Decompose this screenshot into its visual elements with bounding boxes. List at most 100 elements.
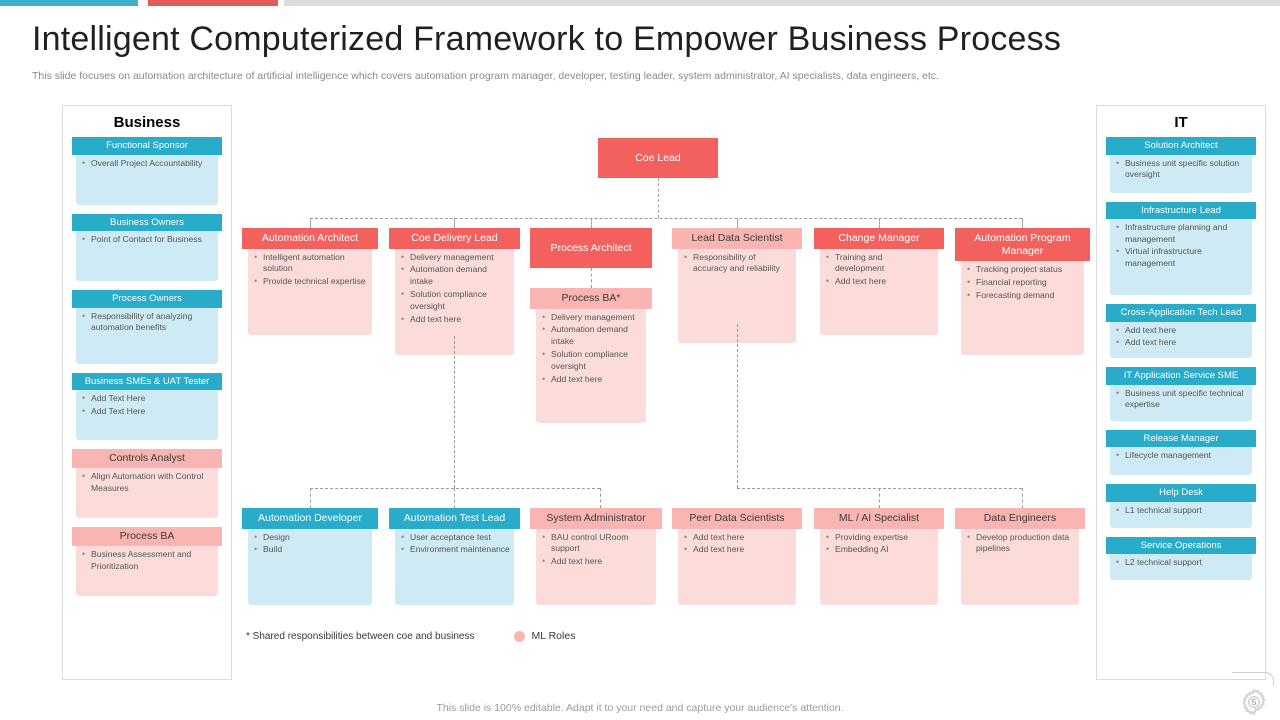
node-coe-delivery-lead-bullet: Solution compliance oversight [399,288,510,313]
it-card-it-application-service-sme[interactable]: IT Application Service SMEBusiness unit … [1106,366,1256,421]
node-lead-data-scientist-bullet: Responsibility of accuracy and reliabili… [682,251,792,276]
page-number: 5 [1251,697,1257,707]
connector-level2-stem-0 [310,218,311,228]
page-subtitle: This slide focuses on automation archite… [32,70,939,82]
node-coe-delivery-lead-title: Coe Delivery Lead [389,228,520,249]
node-ml-ai-specialist[interactable]: ML / AI SpecialistProviding expertiseEmb… [814,508,944,605]
connector-lead-data-scientist-drop [737,324,738,488]
node-system-administrator-body: BAU control URoom supportAdd text here [536,526,656,605]
node-automation-architect-body: Intelligent automation solutionProvide t… [248,246,372,335]
node-automation-test-lead-bullet: User acceptance test [399,531,510,544]
business-card-functional-sponsor[interactable]: Functional SponsorOverall Project Accoun… [72,137,222,205]
it-panel: IT Solution ArchitectBusiness unit speci… [1096,105,1266,680]
node-process-ba-shared-bullet: Add text here [540,373,642,386]
node-automation-architect[interactable]: Automation ArchitectIntelligent automati… [242,228,378,335]
node-data-engineers[interactable]: Data EngineersDevelop production data pi… [955,508,1085,605]
business-card-functional-sponsor-title: Functional Sponsor [72,137,222,155]
it-card-release-manager-body: Lifecycle management [1110,445,1252,476]
it-card-infrastructure-lead-title: Infrastructure Lead [1106,201,1256,220]
node-process-ba-shared[interactable]: Process BA*Delivery managementAutomation… [530,288,652,423]
node-ml-ai-specialist-body: Providing expertiseEmbedding AI [820,526,938,605]
it-card-solution-architect[interactable]: Solution ArchitectBusiness unit specific… [1106,137,1256,193]
node-process-ba-shared-body: Delivery managementAutomation demand int… [536,306,646,423]
business-card-business-owners[interactable]: Business OwnersPoint of Contact for Busi… [72,213,222,282]
business-card-business-owners-title: Business Owners [72,213,222,232]
node-lead-data-scientist-bullets: Responsibility of accuracy and reliabili… [682,251,792,276]
connector-level3-stem-1 [454,488,455,508]
it-card-cross-application-tech-lead[interactable]: Cross-Application Tech LeadAdd text here… [1106,304,1256,358]
ml-roles-swatch-icon [514,630,526,642]
it-card-help-desk-bullet: L1 technical support [1114,504,1248,517]
business-card-process-owners-body: Responsibility of analyzing automation b… [76,305,218,364]
node-ml-ai-specialist-title: ML / AI Specialist [814,508,944,529]
node-system-administrator-bullets: BAU control URoom supportAdd text here [540,531,652,569]
business-card-functional-sponsor-bullet: Overall Project Accountability [80,157,214,170]
node-automation-program-manager-bullet: Tracking project status [965,263,1080,276]
connector-level3-stem-2 [600,488,601,508]
node-automation-developer[interactable]: Automation DeveloperDesignBuild [242,508,378,605]
node-automation-test-lead-bullet: Environment maintenance [399,543,510,556]
business-card-business-smes-uat-tester-bullets: Add Text HereAdd Text Here [80,392,214,417]
node-change-manager-body: Training and developmentAdd text here [820,246,938,335]
connector-root-drop [658,178,659,218]
node-peer-data-scientists[interactable]: Peer Data ScientistsAdd text hereAdd tex… [672,508,802,605]
it-card-infrastructure-lead[interactable]: Infrastructure LeadInfrastructure planni… [1106,201,1256,296]
node-automation-program-manager-title: Automation Program Manager [955,228,1090,262]
node-coe-lead-title: Coe Lead [635,151,681,164]
business-card-process-ba[interactable]: Process BABusiness Assessment and Priori… [72,527,222,596]
node-system-administrator-bullet: Add text here [540,555,652,568]
node-ml-ai-specialist-bullet: Embedding AI [824,543,934,556]
legend-key-label: ML Roles [531,630,576,642]
business-card-business-smes-uat-tester-bullet: Add Text Here [80,392,214,405]
node-automation-test-lead[interactable]: Automation Test LeadUser acceptance test… [389,508,520,605]
node-system-administrator[interactable]: System AdministratorBAU control URoom su… [530,508,662,605]
it-card-release-manager[interactable]: Release ManagerLifecycle management [1106,429,1256,476]
business-card-process-owners-bullets: Responsibility of analyzing automation b… [80,310,214,334]
node-peer-data-scientists-bullet: Add text here [682,531,792,544]
business-card-process-ba-bullets: Business Assessment and Prioritization [80,548,214,572]
node-process-architect[interactable]: Process Architect [530,228,652,268]
node-peer-data-scientists-bullet: Add text here [682,543,792,556]
node-automation-architect-title: Automation Architect [242,228,378,249]
it-card-cross-application-tech-lead-bullets: Add text hereAdd text here [1114,324,1248,349]
it-card-help-desk[interactable]: Help DeskL1 technical support [1106,484,1256,528]
business-card-controls-analyst[interactable]: Controls AnalystAlign Automation with Co… [72,449,222,519]
node-automation-program-manager[interactable]: Automation Program ManagerTracking proje… [955,228,1090,356]
connector-level3-stem-5 [1022,488,1023,508]
business-card-business-smes-uat-tester[interactable]: Business SMEs & UAT TesterAdd Text HereA… [72,372,222,441]
node-automation-test-lead-title: Automation Test Lead [389,508,520,529]
node-coe-delivery-lead-bullet: Delivery management [399,251,510,264]
it-card-it-application-service-sme-title: IT Application Service SME [1106,366,1256,385]
it-card-service-operations[interactable]: Service OperationsL2 technical support [1106,536,1256,581]
node-lead-data-scientist-title: Lead Data Scientist [672,228,802,249]
gear-icon [1242,688,1266,716]
node-data-engineers-bullets: Develop production data pipelines [965,531,1075,556]
node-automation-developer-bullets: DesignBuild [252,531,368,557]
it-card-release-manager-bullet: Lifecycle management [1114,449,1248,462]
business-card-business-owners-bullet: Point of Contact for Business [80,233,214,246]
it-card-help-desk-bullets: L1 technical support [1114,504,1248,517]
business-card-process-owners-bullet: Responsibility of analyzing automation b… [80,310,214,334]
node-coe-delivery-lead-bullet: Automation demand intake [399,263,510,288]
node-system-administrator-bullet: BAU control URoom support [540,531,652,556]
business-panel: Business Functional SponsorOverall Proje… [62,105,232,680]
page-number-badge: 5 [1240,688,1268,716]
slide-footer-note: This slide is 100% editable. Adapt it to… [436,702,844,714]
business-card-process-owners[interactable]: Process OwnersResponsibility of analyzin… [72,290,222,364]
it-card-solution-architect-body: Business unit specific solution oversigh… [1110,152,1252,193]
business-card-process-owners-title: Process Owners [72,290,222,308]
corner-decoration [1232,672,1274,686]
business-card-controls-analyst-title: Controls Analyst [72,449,222,469]
node-coe-lead[interactable]: Coe Lead [598,138,718,178]
it-card-list: Solution ArchitectBusiness unit specific… [1097,137,1265,581]
connector-process-architect-to-ba [591,268,592,288]
node-automation-program-manager-bullets: Tracking project statusFinancial reporti… [965,263,1080,302]
it-card-it-application-service-sme-bullet: Business unit specific technical experti… [1114,386,1248,411]
node-change-manager[interactable]: Change ManagerTraining and developmentAd… [814,228,944,335]
node-automation-program-manager-bullet: Financial reporting [965,276,1080,289]
node-automation-architect-bullet: Provide technical expertise [252,275,368,288]
it-card-cross-application-tech-lead-bullet: Add text here [1114,336,1248,349]
node-peer-data-scientists-title: Peer Data Scientists [672,508,802,529]
legend-key-ml-roles: ML Roles [514,630,575,642]
node-automation-test-lead-body: User acceptance testEnvironment maintena… [395,526,514,605]
